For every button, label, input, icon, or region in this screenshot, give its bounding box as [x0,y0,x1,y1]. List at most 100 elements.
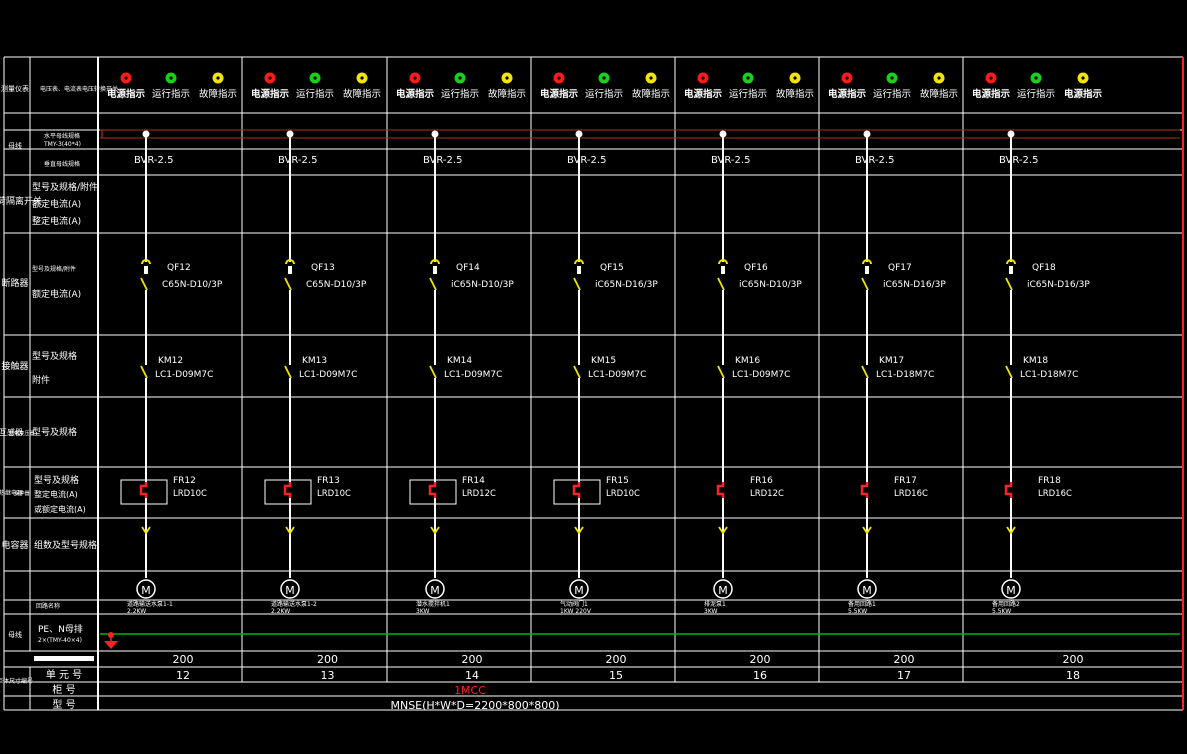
breaker-top [1009,266,1013,274]
breaker-model: C65N-D10/3P [162,280,223,290]
motor-icon [569,579,589,599]
breaker-main-label: 断路器 [1,277,28,289]
lamp-center [557,76,561,80]
contactor-model: LC1-D09M7C [588,370,646,380]
bus-v-label: 垂直母线规格 [44,160,80,168]
cabinet-width: 200 [894,653,915,666]
contactor-model: LC1-D18M7C [1020,370,1078,380]
earth-icon [104,641,118,649]
circuit-name: 备用回路1 [848,600,876,608]
bus-tap-node [719,130,727,138]
contactor-contact-icon [717,365,725,379]
contactor-contact-icon [861,365,869,379]
thermal-relay-id: FR13 [317,476,340,486]
cabinet-width: 200 [1063,653,1084,666]
circuit-column: 电源指示运行指示故障指示BVR-2.5QF16iC65N-D10/3PKM16L… [684,72,814,682]
outgoing-arrow-icon [718,526,728,535]
contactor-contact-icon [284,365,292,379]
cabinet-width: 200 [606,653,627,666]
ct-label-1: 型号及规格 [32,426,77,438]
lamp-label: 故障指示 [920,88,958,100]
unit-number: 17 [897,669,911,682]
thermal-relay-id: FR16 [750,476,773,486]
contactor-contact-icon [573,365,581,379]
ct-main-label: 互感器 [0,427,23,437]
pe-main-label: 母线 [8,630,22,639]
cable-spec: BVR-2.5 [278,155,317,166]
bus-h-spec: TMY-3(40*4) [43,141,81,148]
bus-tap-node [286,130,294,138]
motor-symbol: M [141,584,151,597]
lamp-center [793,76,797,80]
lamp-label: 运行指示 [585,88,623,100]
circuit-power: 1KW 220V [560,608,592,615]
row-label-column: 测量仪表 电压表、电流表电压转换开关 母线 水平母线规格 TMY-3(40*4)… [0,84,118,711]
motor-icon [1001,579,1021,599]
pe-label-1: PE、N母排 [38,623,83,635]
pe-label-2: 2×(TMY-40×4) [38,637,82,644]
lamp-center [890,76,894,80]
bus-main-label: 母线 [8,141,22,150]
breaker-blade-icon [1005,277,1013,291]
lamp-label: 电源指示 [828,88,867,100]
load-switch-label-2: 额定电流(A) [32,198,81,210]
thermal-relay-model: LRD10C [173,489,207,499]
lamp-label: 运行指示 [152,88,190,100]
circuit-columns: 电源指示运行指示故障指示BVR-2.5QF12C65N-D10/3PKM12LC… [107,72,1102,682]
load-switch-main-label: 负荷隔离开关 [0,195,42,207]
lamp-label: 电源指示 [107,88,146,100]
lamp-label: 电源指示 [396,88,435,100]
load-switch-label-3: 整定电流(A) [32,215,81,227]
bus-tap-node [431,130,439,138]
lamp-center [989,76,993,80]
contactor-contact-icon [429,365,437,379]
lamp-center [413,76,417,80]
thermal-relay-box [120,479,168,505]
thermal-relay-id: FR18 [1038,476,1061,486]
breaker-blade-icon [573,277,581,291]
cabinet-main-label: 柜体尺寸编号 [0,677,33,685]
contactor-id: KM12 [158,356,183,366]
contactor-model: LC1-D09M7C [732,370,790,380]
circuit-name: 道路输送水泵1-2 [271,600,317,608]
cable-spec: BVR-2.5 [711,155,750,166]
cabinet-width: 200 [462,653,483,666]
relay-label-1: 型号及规格 [34,474,79,486]
breaker-label-2: 额定电流(A) [32,288,81,300]
thermal-relay-model: LRD12C [750,489,784,499]
breaker-id: QF12 [167,263,191,273]
lamp-label: 故障指示 [199,88,237,100]
contactor-id: KM15 [591,356,616,366]
lamp-center [1081,76,1085,80]
cable-spec: BVR-2.5 [999,155,1038,166]
circuit-name: 排泥泵1 [704,600,726,608]
motor-icon [857,579,877,599]
breaker-top [577,266,581,274]
circuit-power: 2.2KW [127,608,146,615]
motor-icon [713,579,733,599]
breaker-model: iC65N-D10/3P [451,280,514,290]
outgoing-arrow-icon [430,526,440,535]
lamp-label: 运行指示 [873,88,911,100]
lamp-center [746,76,750,80]
thermal-relay-icon [860,482,869,498]
thermal-relay-box [264,479,312,505]
motor-symbol: M [1006,584,1016,597]
contactor-id: KM14 [447,356,472,366]
breaker-arc-icon [862,259,872,265]
breaker-id: QF16 [744,263,768,273]
relay-label-3: 或额定电流(A) [34,504,86,514]
unit-number: 12 [176,669,190,682]
thermal-relay-icon [283,482,292,498]
lamp-center [458,76,462,80]
circuit-power: 3KW [704,608,718,615]
contactor-contact-icon [1005,365,1013,379]
lamp-label: 电源指示 [972,88,1011,100]
lamp-label: 故障指示 [343,88,381,100]
cabinet-model: MNSE(H*W*D=2200*800*800) [390,699,559,712]
motor-symbol: M [718,584,728,597]
breaker-model: iC65N-D10/3P [739,280,802,290]
lamp-center [649,76,653,80]
lamp-center [216,76,220,80]
relay-label-2: 整定电流(A) [34,489,78,499]
